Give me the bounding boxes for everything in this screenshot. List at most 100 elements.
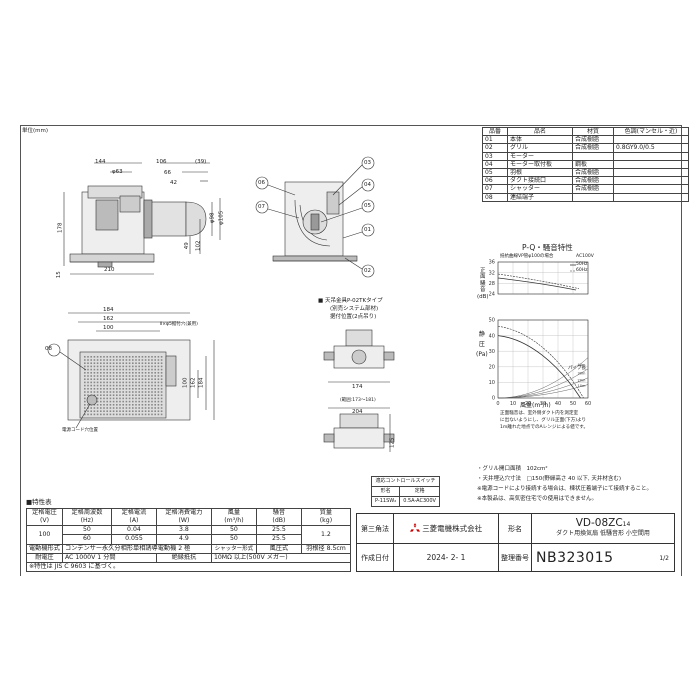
grille-dot: [112, 368, 115, 371]
dim-15: 15: [55, 271, 62, 279]
x-tick-label: 50: [570, 401, 576, 407]
grille-dot: [93, 407, 96, 409]
grille-dot: [138, 397, 140, 400]
grille-dot: [154, 400, 156, 403]
grille-dot: [135, 410, 137, 412]
grille-dot: [96, 400, 99, 403]
grille-dot: [84, 397, 86, 400]
parts-cell: グリル: [507, 143, 573, 153]
grille-dot: [135, 400, 137, 403]
grille-dot: [125, 400, 128, 403]
grille-dot: [93, 372, 96, 374]
parts-cell: 01: [482, 135, 508, 145]
table-row: ※特性は JIS C 9603 に基づく。: [26, 562, 351, 573]
grille-dot: [157, 365, 160, 368]
grille-dot: [93, 410, 96, 412]
grille-dot: [154, 365, 156, 368]
parts-cell: 合成樹脂: [572, 184, 614, 194]
grille-dot: [96, 388, 99, 390]
grille-dot: [144, 375, 147, 377]
grille-dot: [103, 397, 105, 400]
grille-dot: [144, 372, 147, 374]
grille-dot: [109, 359, 112, 361]
grille-dot: [103, 372, 105, 374]
grille-dot: [138, 413, 140, 416]
grille-dot: [148, 375, 150, 377]
grille-dot: [132, 375, 134, 377]
grille-dot: [100, 397, 102, 400]
grille-dot: [116, 356, 118, 358]
grille-dot: [90, 362, 92, 364]
spec-cell: 4.9: [155, 534, 212, 545]
noise-axis-char: 面: [480, 274, 486, 281]
grille-dot: [84, 391, 86, 393]
model-cell: VD-08ZC14 ダクト用換気扇 低騒音形 小空間用: [531, 513, 675, 544]
noise-tick-label: 36: [489, 260, 495, 266]
grille-dot: [112, 372, 115, 374]
grille-dot: [141, 362, 144, 364]
grille-dot: [87, 413, 89, 416]
grille-dot: [112, 375, 115, 377]
grille-dot: [128, 378, 131, 380]
grille-dot: [144, 365, 147, 368]
grille-dot: [151, 365, 153, 368]
grille-dot: [93, 359, 96, 361]
grille-dot: [135, 378, 137, 380]
grille-dot: [103, 356, 105, 358]
model-suffix: 14: [622, 521, 631, 528]
grille-dot: [106, 397, 108, 400]
grille-dot: [112, 391, 115, 393]
date-label: 作成日付: [356, 543, 394, 572]
grille-dot: [138, 400, 140, 403]
hanger-drawing: [323, 329, 395, 452]
grille-dot: [128, 356, 131, 358]
table-row: 電動機形式 コンデンサー永久分相形単相誘導電動機 2 極 シャッター形式 風圧式…: [26, 543, 351, 554]
grille-dot: [84, 394, 86, 396]
grille-dot: [135, 388, 137, 390]
grille-dot: [132, 400, 134, 403]
grille-dot: [132, 407, 134, 409]
grille-dot: [157, 410, 160, 412]
grille-dot: [135, 384, 137, 387]
grille-dot: [84, 375, 86, 377]
grille-dot: [135, 375, 137, 377]
grille-dot: [119, 384, 121, 387]
grille-dot: [125, 362, 128, 364]
grille-dot: [132, 397, 134, 400]
pq-chart-title: P-Q・騒音特性: [522, 243, 573, 252]
dim-204: 204: [352, 409, 363, 415]
specs-title: ■特性表: [26, 498, 52, 506]
grille-dot: [135, 391, 137, 393]
grille-dot: [157, 407, 160, 409]
grille-dot: [109, 388, 112, 390]
grille-dot: [103, 365, 105, 368]
company-name: 三菱電機株式会社: [393, 513, 499, 544]
ctrl-caption: 適応コントロールスイッチ: [371, 476, 440, 487]
grille-dot: [144, 378, 147, 380]
x-tick-label: 20: [525, 401, 531, 407]
grille-dot: [87, 362, 89, 364]
grille-dot: [90, 365, 92, 368]
docno-cell: NB323015 1/2: [531, 543, 675, 572]
grille-dot: [141, 397, 144, 400]
grille-dot: [128, 410, 131, 412]
grille-dot: [122, 384, 124, 387]
grille-dot: [122, 359, 124, 361]
grille-dot: [116, 407, 118, 409]
grille-dot: [84, 378, 86, 380]
grille-dot: [93, 378, 96, 380]
chart-note-3: 1m離れた地点でのAレンジによる値です。: [500, 425, 589, 430]
grille-dot: [132, 384, 134, 387]
grille-dot: [160, 388, 163, 390]
grille-dot: [106, 359, 108, 361]
grille-dot: [135, 362, 137, 364]
grille-dot: [138, 375, 140, 377]
range-label: (範囲:173～181): [340, 398, 376, 403]
grille-dot: [109, 365, 112, 368]
grille-dot: [87, 391, 89, 393]
grille-dot: [87, 381, 89, 384]
spec-mass: 1.2: [300, 525, 351, 545]
grille-dot: [90, 381, 92, 384]
parts-header-cell: 色調(マンセル・近): [613, 126, 689, 137]
